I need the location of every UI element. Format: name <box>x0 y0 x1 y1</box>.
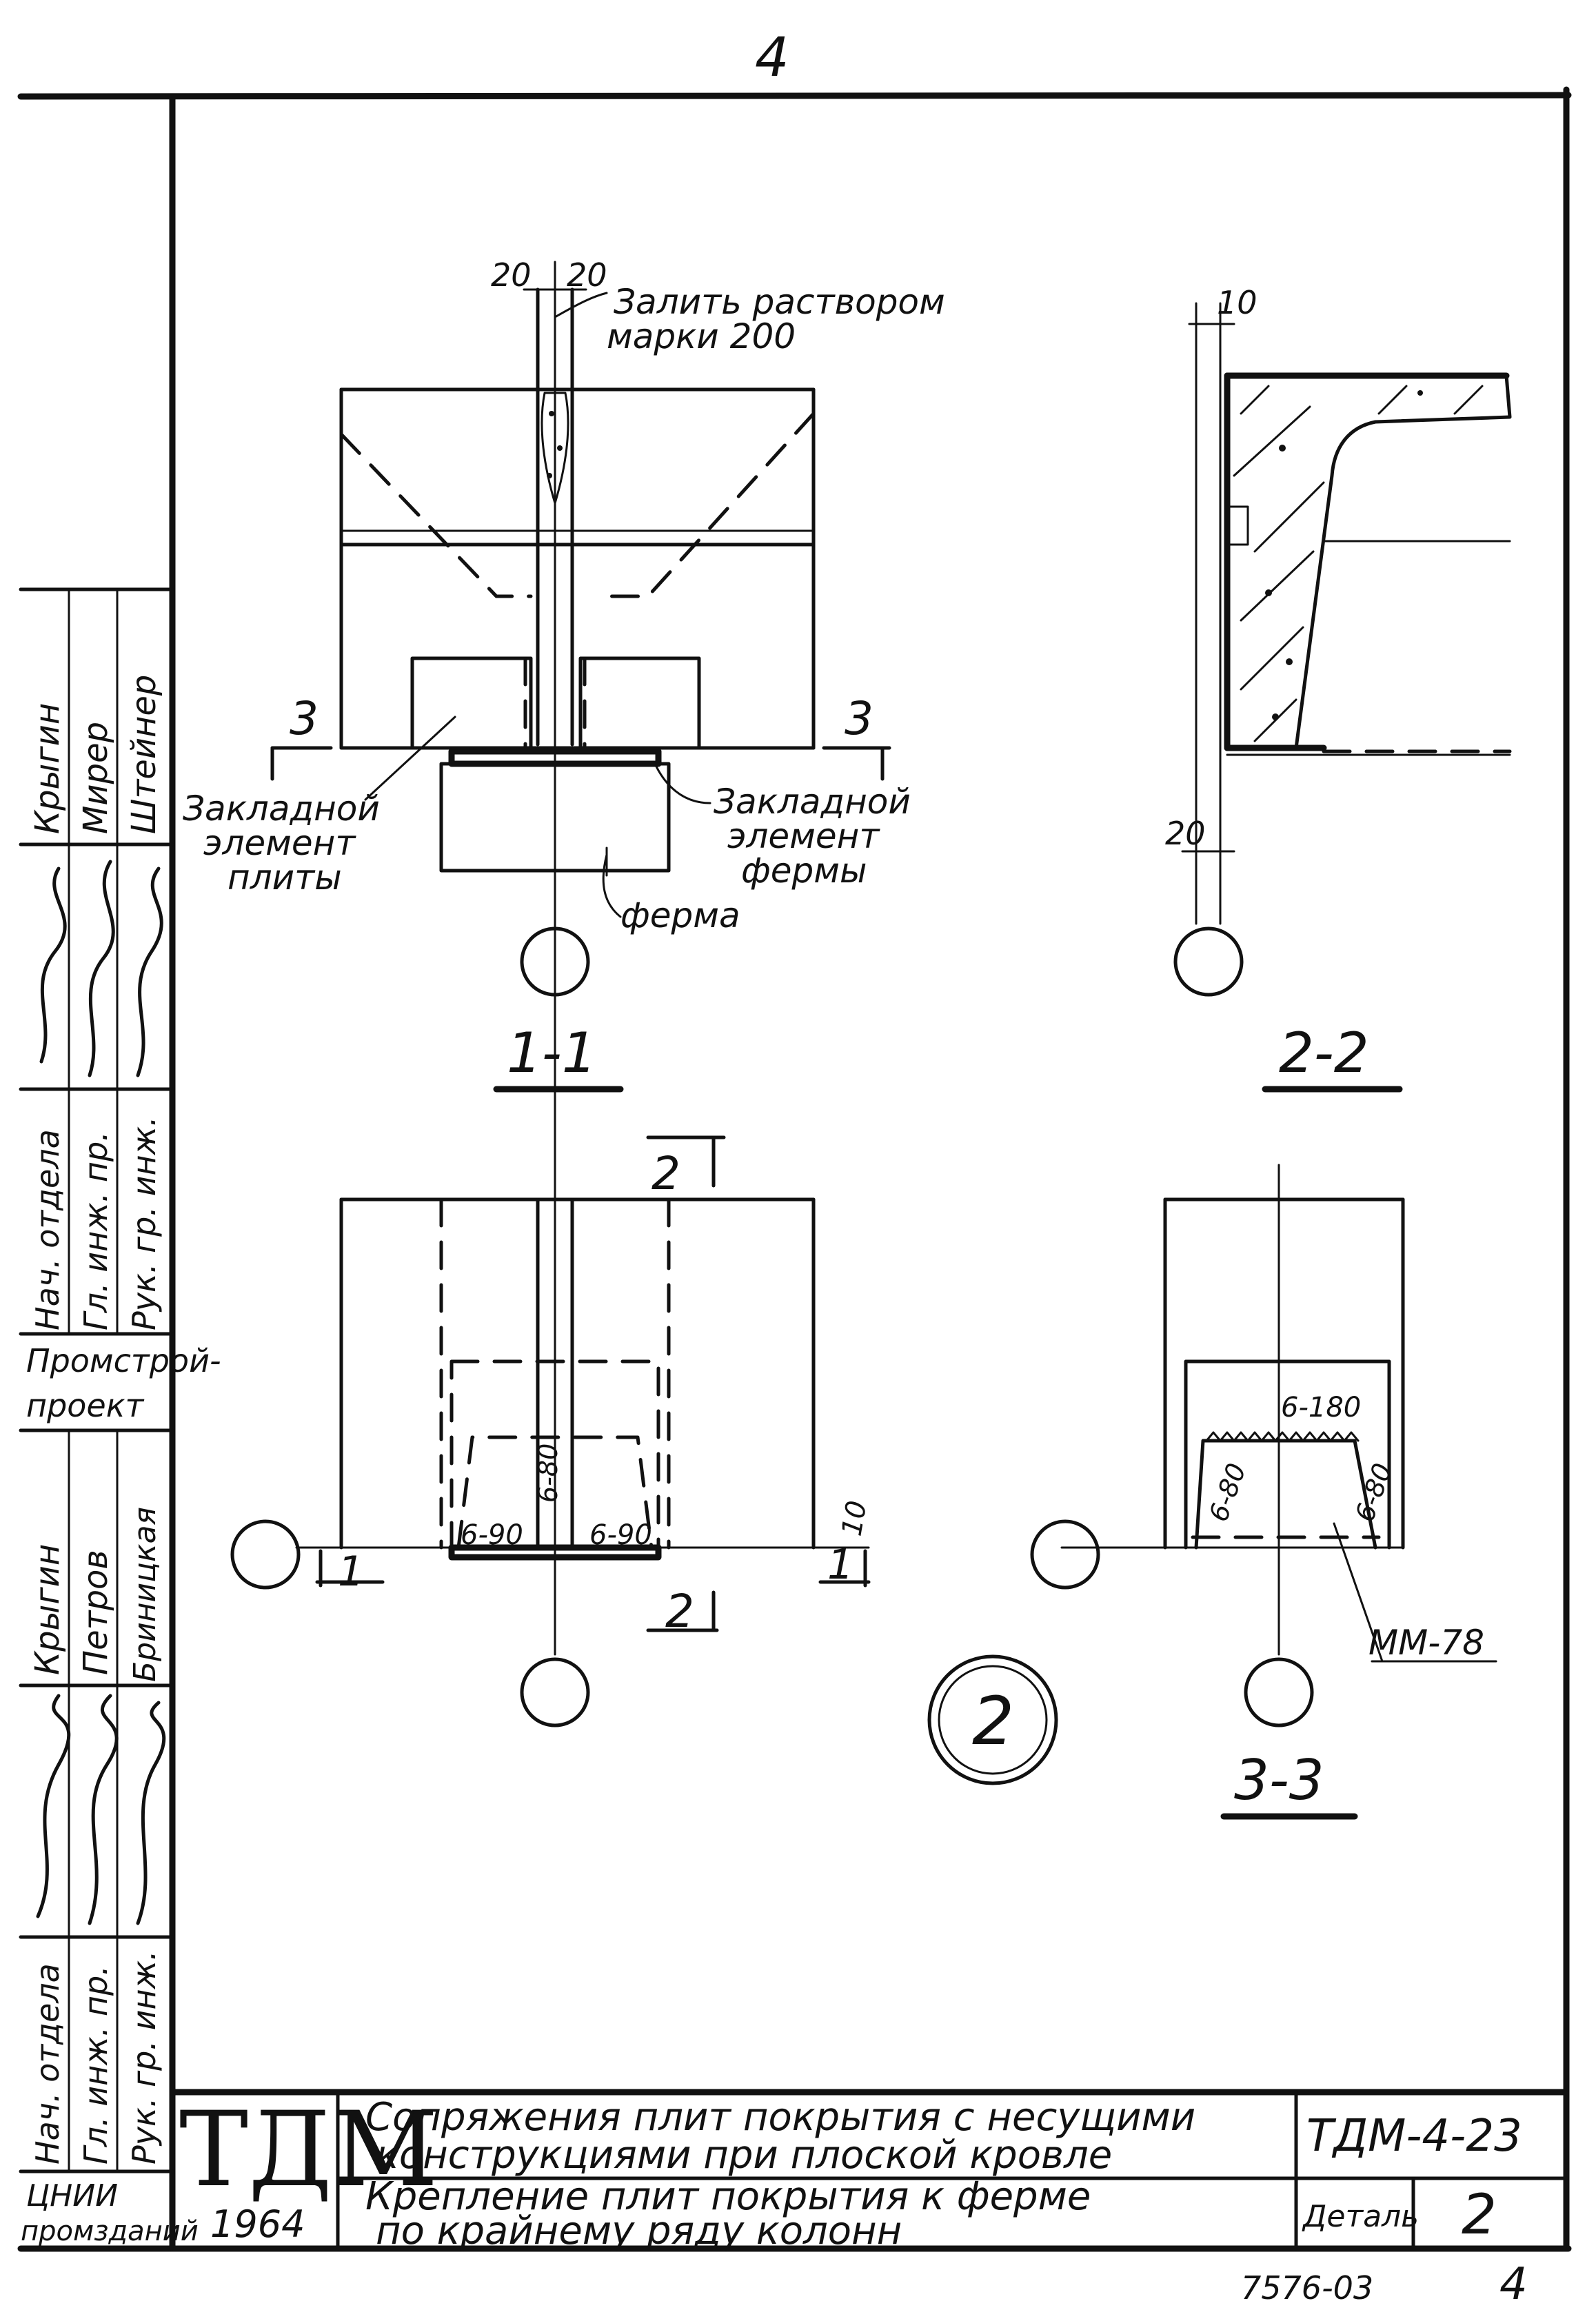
weld-6-80-left33: 6-80 <box>1203 1459 1252 1526</box>
weld-6-90-left: 6-90 <box>461 1519 523 1551</box>
dim-10-top: 10 <box>1217 284 1257 321</box>
weld-6-90-right: 6-90 <box>589 1519 652 1551</box>
stamp-role-bottom-2: Гл. инж. пр. <box>77 1965 114 2165</box>
signature-mid-2 <box>88 1694 119 1925</box>
signature-mid-1 <box>36 1694 71 1918</box>
stamp-role-bottom-3: Рук. гр. инж. <box>125 1950 163 2165</box>
title-line1: Сопряжения плит покрытия с несущими <box>365 2095 1195 2140</box>
section-3-3-drawing <box>1030 1164 1497 1727</box>
dim-20-bottom: 20 <box>1165 815 1206 852</box>
org-top-line2: проект <box>26 1387 145 1424</box>
stamp-name-top-1: Крыгин <box>28 703 67 834</box>
side-stamp: Крыгин Мирер Штейнер Нач. отдела Гл. инж… <box>19 587 221 2251</box>
signature-top-2 <box>88 860 115 1077</box>
title-code: ТДМ-4-23 <box>1306 2111 1522 2162</box>
truss-embed-line1: Закладной <box>714 782 911 822</box>
sheet-frame <box>17 86 1572 2252</box>
title-detail-number: 2 <box>1462 2182 1497 2247</box>
section-2-2-drawing <box>1173 302 1512 997</box>
plan-view-drawing <box>230 1135 871 1727</box>
dim-10-plan: 10 <box>836 1499 873 1539</box>
stamp-role-bottom-1: Нач. отдела <box>29 1963 66 2165</box>
fill-note-line1: Залить раствором <box>614 282 945 322</box>
section-title-1-1: 1-1 <box>507 1021 597 1085</box>
plate-embed-line2: элемент <box>203 823 356 863</box>
org-top-line1: Промстрой- <box>26 1342 221 1379</box>
stamp-name-mid-2: Петров <box>77 1550 115 1675</box>
truss-embed-line3: фермы <box>741 851 867 891</box>
archive-number: 7576-03 <box>1241 2269 1373 2307</box>
title-detail-label: Деталь <box>1302 2199 1419 2234</box>
title-line2: конструкциями при плоской кровле <box>376 2133 1112 2178</box>
stamp-name-mid-3: Бриницкая <box>128 1507 163 1682</box>
title-year: 1964 <box>210 2202 305 2246</box>
dim-20-right: 20 <box>567 256 607 294</box>
plate-embed-line3: плиты <box>228 858 342 898</box>
logo-tdm: ТДМ <box>179 2090 438 2210</box>
weld-6-180: 6-180 <box>1281 1392 1361 1423</box>
truss-embed-line2: элемент <box>727 816 880 856</box>
stamp-name-top-2: Мирер <box>77 722 115 834</box>
subtitle-line1: Крепление плит покрытия к ферме <box>365 2174 1091 2219</box>
signature-top-1 <box>39 866 67 1064</box>
weld-6-80: 6-80 <box>533 1443 563 1503</box>
cut-3-left: 3 <box>290 692 319 745</box>
subtitle-line2: по крайнему ряду колонн <box>376 2209 902 2253</box>
section-title-2-2: 2-2 <box>1279 1021 1369 1085</box>
page-number-top: 4 <box>755 27 789 89</box>
truss-label: ферма <box>620 895 740 935</box>
stamp-role-top-3: Рук. гр. инж. <box>125 1116 163 1330</box>
signature-top-3 <box>136 866 163 1077</box>
fill-note-line2: марки 200 <box>607 316 796 356</box>
title-block <box>169 2089 1570 2251</box>
org-bottom-line1: ЦНИИ <box>26 2178 118 2213</box>
detail-marker-number: 2 <box>972 1683 1014 1760</box>
sheet-number-bottom: 4 <box>1499 2259 1528 2310</box>
plate-embed-line1: Закладной <box>183 789 380 829</box>
cut-1-right: 1 <box>827 1541 853 1589</box>
detail-marker <box>927 1654 1058 1785</box>
section-title-3-3: 3-3 <box>1234 1748 1324 1812</box>
cut-2-bottom: 2 <box>665 1585 694 1638</box>
cut-3-right: 3 <box>845 692 873 745</box>
cut-2-top: 2 <box>651 1147 680 1200</box>
stamp-name-top-3: Штейнер <box>125 675 163 834</box>
cut-1-left: 1 <box>338 1548 364 1596</box>
part-mark: ММ-78 <box>1368 1623 1484 1663</box>
section-1-1-drawing <box>270 261 891 1187</box>
signature-mid-3 <box>136 1701 166 1925</box>
stamp-name-mid-1: Крыгин <box>28 1544 67 1675</box>
stamp-role-top-2: Гл. инж. пр. <box>77 1131 114 1330</box>
dim-20-left: 20 <box>491 256 532 294</box>
stamp-role-top-1: Нач. отдела <box>29 1129 66 1330</box>
org-bottom-line2: промзданий <box>21 2216 199 2247</box>
